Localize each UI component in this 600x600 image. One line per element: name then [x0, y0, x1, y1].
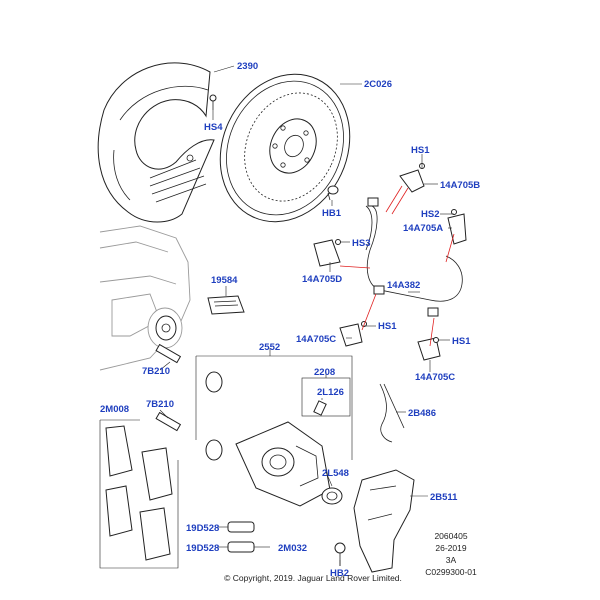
- reference-line-2: 26-2019: [435, 543, 466, 553]
- pin-bushings-19d528: [227, 521, 255, 553]
- label-14a705d: 14A705D: [302, 274, 342, 285]
- reference-line-3: 3A: [446, 555, 457, 565]
- screw-hs1-right: [433, 337, 439, 343]
- label-2m032: 2M032: [278, 543, 307, 554]
- bushings: [205, 371, 223, 461]
- seal-2l548: [321, 487, 343, 505]
- label-2552: 2552: [259, 342, 280, 353]
- label-hs4: HS4: [204, 122, 223, 133]
- label-19d528-b: 19D528: [186, 543, 219, 554]
- copyright-notice: © Copyright, 2019. Jaguar Land Rover Lim…: [224, 573, 402, 583]
- label-hs2: HS2: [421, 209, 439, 220]
- part-labels: 2390 2C026 HS4 HB1 HS1 14A705B HS2 14A70…: [100, 61, 480, 579]
- reference-line-1: 2060405: [434, 531, 467, 541]
- caliper-kit-box: [195, 355, 353, 460]
- bracket-14a705a: [447, 213, 467, 245]
- label-14a705c-right: 14A705C: [415, 372, 455, 383]
- bracket-14a705b: [399, 169, 425, 193]
- screw-hs3: [335, 239, 341, 245]
- label-2b486: 2B486: [408, 408, 436, 419]
- reference-line-4: C0299300-01: [425, 567, 477, 577]
- label-hb2: HB2: [330, 568, 349, 579]
- bolt-hb2: [334, 542, 346, 566]
- leader-lines: [159, 65, 454, 566]
- label-2l126: 2L126: [317, 387, 344, 398]
- brake-disc: [219, 73, 351, 223]
- reference-block: 2060405 26-2019 3A C0299300-01: [425, 531, 477, 577]
- wear-sensor-2b486: [379, 383, 405, 443]
- label-2m008: 2M008: [100, 404, 129, 415]
- label-hs3: HS3: [352, 238, 370, 249]
- brake-hose: [365, 197, 463, 317]
- red-indicator-lines: [339, 185, 455, 347]
- screw-hs2: [451, 209, 457, 215]
- screw-hs4: [209, 94, 217, 110]
- label-2c026: 2C026: [364, 79, 392, 90]
- label-hb1: HB1: [322, 208, 342, 219]
- label-19584: 19584: [211, 275, 238, 286]
- label-14a382: 14A382: [387, 280, 420, 291]
- label-2b511: 2B511: [430, 492, 458, 503]
- bracket-14a705d: [313, 239, 341, 267]
- label-2l548: 2L548: [322, 468, 349, 479]
- label-2390: 2390: [237, 61, 258, 72]
- bracket-14a705c-right: [417, 337, 441, 361]
- label-hs1-top: HS1: [411, 145, 430, 156]
- label-hs1-mid: HS1: [378, 321, 397, 332]
- brake-pads-box: [99, 419, 179, 569]
- guide-pin-7b210-a: [155, 343, 182, 364]
- label-7b210-b: 7B210: [146, 399, 174, 410]
- label-14a705a: 14A705A: [403, 223, 443, 234]
- dust-shield: [97, 62, 215, 223]
- label-14a705c-left: 14A705C: [296, 334, 336, 345]
- caliper-carrier-2b511: [353, 469, 415, 573]
- guide-pin-7b210-b: [155, 411, 182, 432]
- label-hs1-right: HS1: [452, 336, 471, 347]
- caliper-body: [235, 421, 331, 507]
- bracket-14a705c-left: [339, 323, 363, 347]
- label-19d528-a: 19D528: [186, 523, 219, 534]
- label-7b210-a: 7B210: [142, 366, 170, 377]
- grease-packet: [207, 295, 245, 315]
- label-14a705b: 14A705B: [440, 180, 480, 191]
- vehicle-outline: [99, 225, 191, 371]
- label-2208: 2208: [314, 367, 335, 378]
- bolt-hb1: [327, 185, 339, 201]
